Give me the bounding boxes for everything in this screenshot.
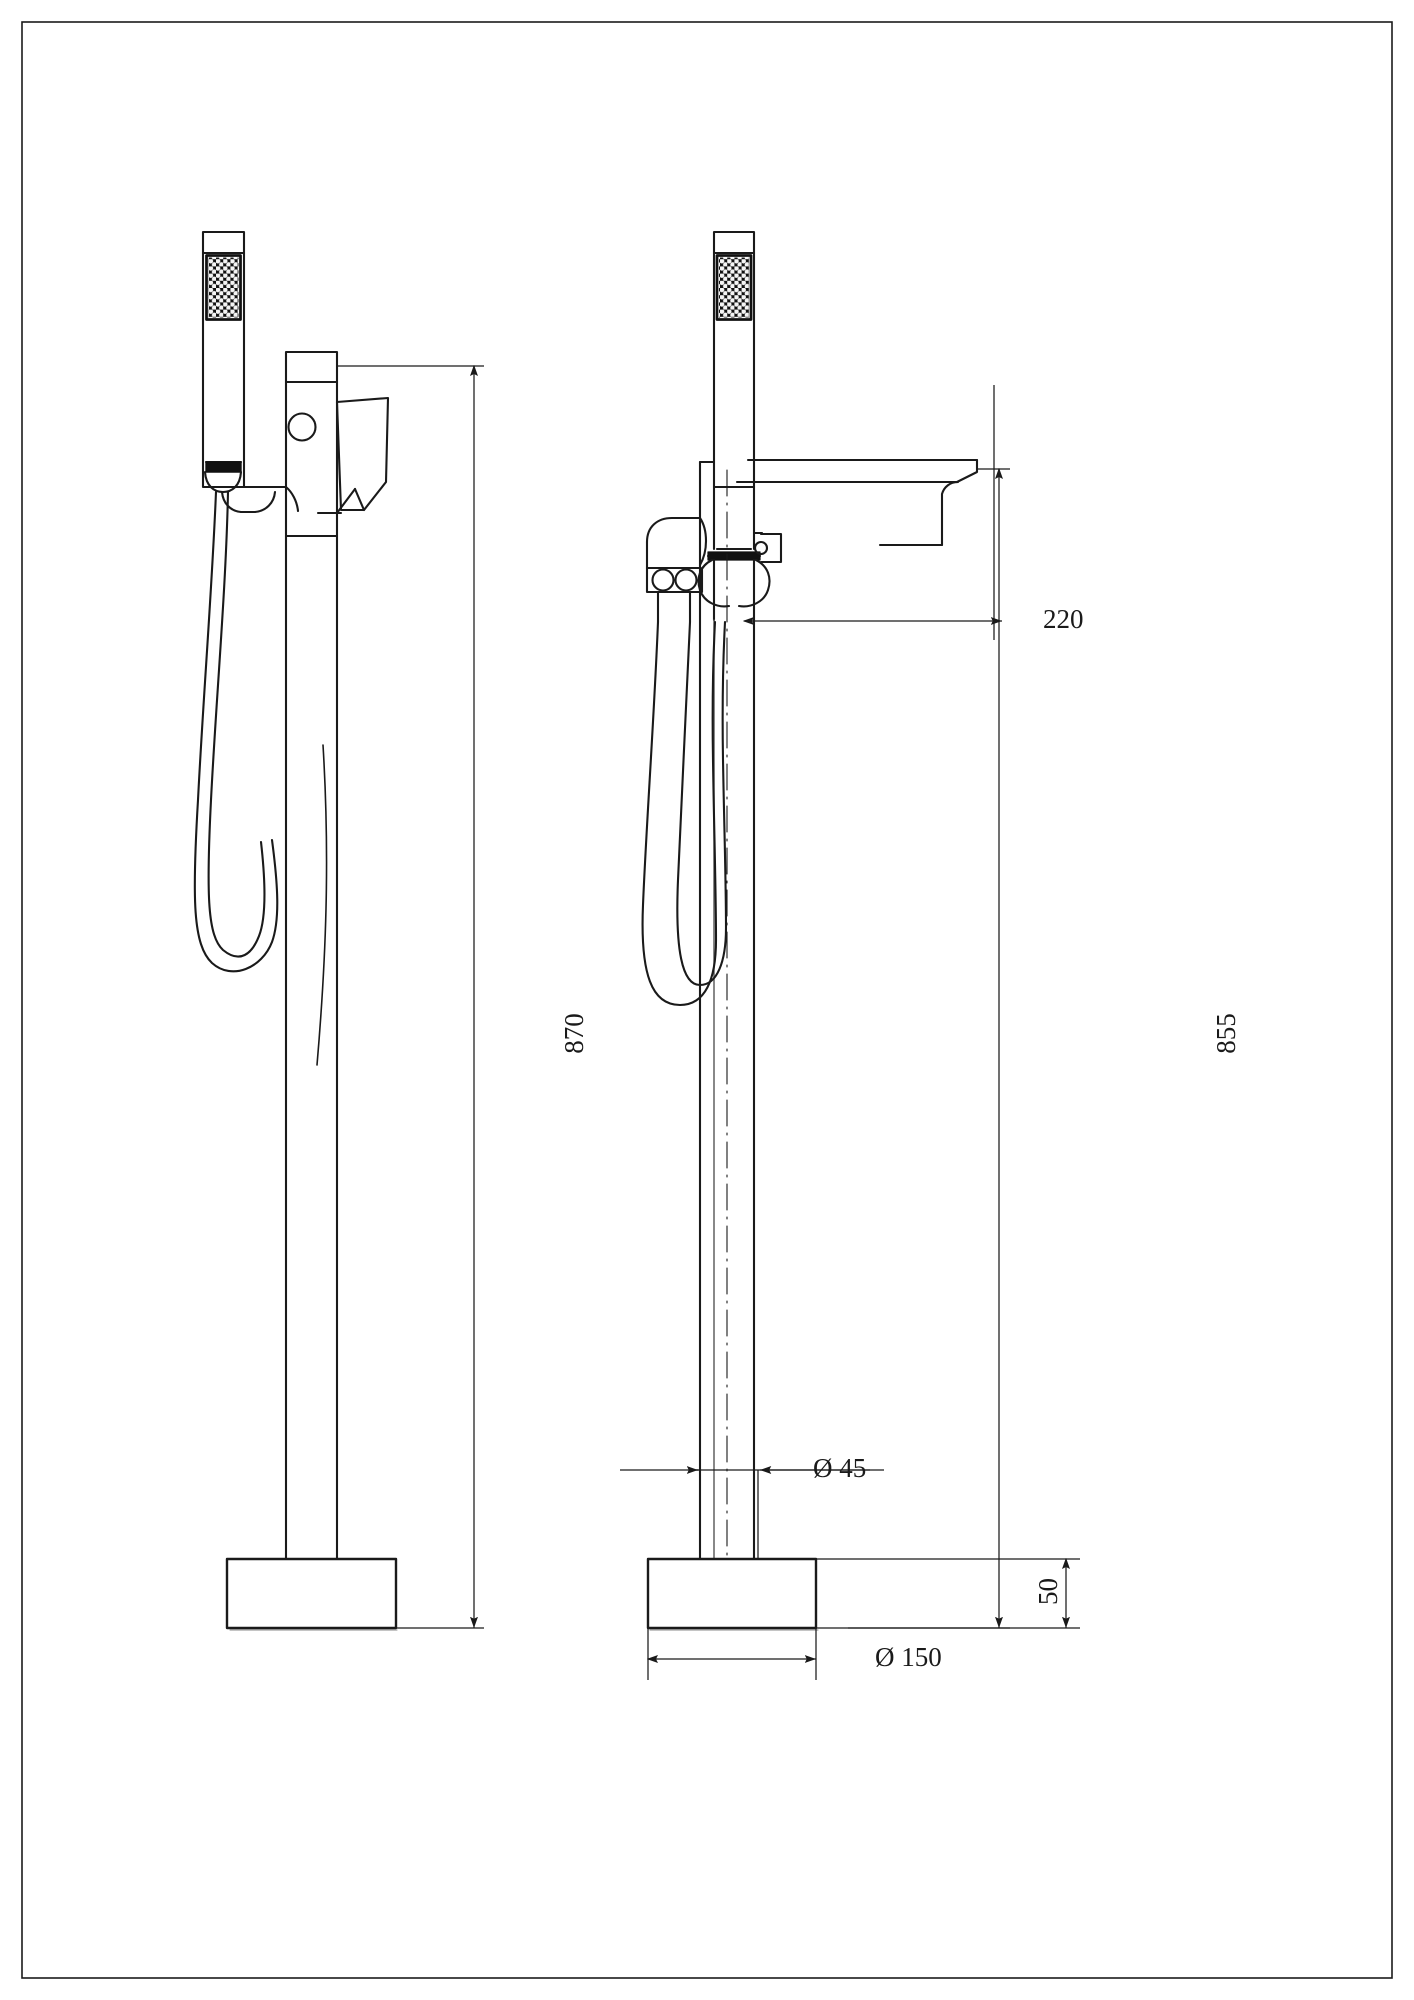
handset-left bbox=[201, 230, 246, 494]
dimension-label-855: 855 bbox=[1210, 1013, 1241, 1054]
dimension-label-50: 50 bbox=[1033, 1578, 1063, 1605]
dimension-label-dia-45: Ø 45 bbox=[813, 1453, 867, 1483]
dimension-dia-45 bbox=[620, 1465, 884, 1560]
dimension-50 bbox=[816, 1557, 1080, 1629]
sheet-border bbox=[21, 21, 1393, 1979]
base-plinth-left bbox=[225, 1557, 398, 1631]
riser-stem-upper-right bbox=[698, 460, 756, 567]
dimension-855 bbox=[848, 467, 1010, 1629]
riser-column-left bbox=[284, 534, 339, 1561]
riser-column-right bbox=[698, 469, 756, 1561]
handset-right bbox=[712, 230, 756, 551]
dimension-label-dia-150: Ø 150 bbox=[875, 1642, 942, 1672]
diverter-knob-right bbox=[752, 531, 783, 564]
base-plinth-right bbox=[646, 1557, 819, 1631]
lever-handle-left bbox=[316, 396, 390, 515]
dimension-label-220: 220 bbox=[1043, 604, 1084, 634]
hose-left bbox=[193, 490, 279, 973]
inlet-elbow-right bbox=[645, 516, 708, 624]
dimension-220 bbox=[742, 385, 1002, 640]
hose-right bbox=[641, 620, 728, 1007]
dimension-dia-150 bbox=[646, 1628, 817, 1680]
cartridge-collar-right bbox=[697, 551, 771, 622]
dimension-label-870: 870 bbox=[558, 1013, 589, 1054]
view-left-side-elevation bbox=[193, 230, 398, 1631]
spout-right bbox=[735, 458, 979, 547]
view-right-front-elevation bbox=[641, 230, 979, 1631]
mixer-body-left bbox=[284, 350, 339, 538]
dimension-870 bbox=[337, 364, 484, 1629]
